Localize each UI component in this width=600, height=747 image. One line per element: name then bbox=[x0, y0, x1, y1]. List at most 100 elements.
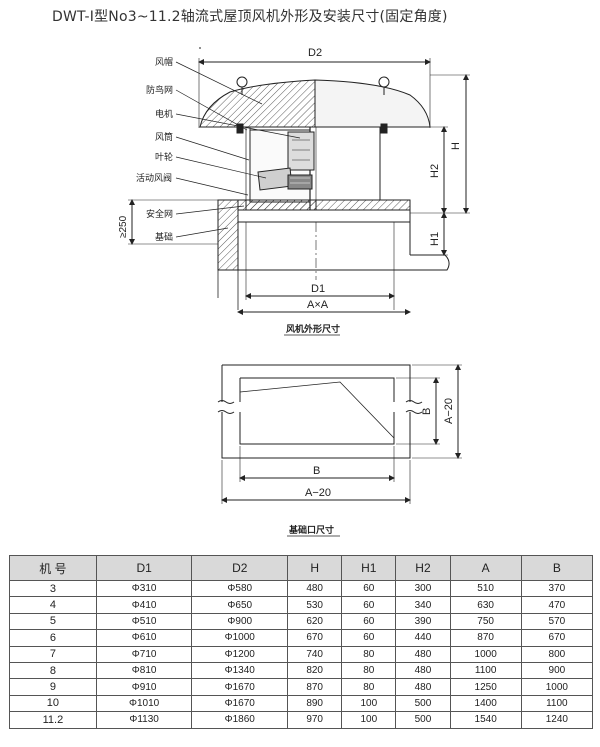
header-H1: H1 bbox=[341, 555, 397, 581]
table-cell: 480 bbox=[287, 579, 343, 598]
table-cell: 470 bbox=[520, 596, 594, 614]
table-cell: 7 bbox=[9, 645, 97, 663]
header-B: B bbox=[520, 555, 594, 581]
table-cell: 480 bbox=[395, 661, 451, 680]
table-cell: 5 bbox=[9, 612, 97, 631]
dim-D1: D1 bbox=[311, 283, 325, 295]
table-cell: 1000 bbox=[449, 645, 522, 663]
table-cell: Φ1670 bbox=[191, 694, 289, 713]
label-impeller: 叶轮 bbox=[155, 151, 173, 163]
table-cell: Φ1200 bbox=[191, 645, 289, 663]
fan-elevation-drawing bbox=[128, 47, 470, 315]
table-cell: 390 bbox=[395, 612, 451, 631]
technical-drawing: 风帽 防鸟网 电机 风筒 叶轮 活动风阀 安全网 基础 D2 H H2 H1 ≥… bbox=[118, 47, 470, 537]
table-cell: 10 bbox=[9, 694, 97, 713]
table-cell: Φ1010 bbox=[95, 694, 193, 713]
table-cell: 9 bbox=[9, 678, 97, 696]
foundation-opening-drawing bbox=[217, 364, 462, 504]
label-motor: 电机 bbox=[155, 108, 173, 120]
table-cell: 4 bbox=[9, 596, 97, 614]
table-cell: 1400 bbox=[449, 694, 522, 713]
table-cell: 870 bbox=[287, 678, 343, 696]
table-cell: Φ510 bbox=[95, 612, 193, 631]
label-bird-net: 防鸟网 bbox=[146, 84, 173, 96]
dim-H1: H1 bbox=[429, 232, 441, 246]
table-cell: Φ910 bbox=[95, 678, 193, 696]
header-A: A bbox=[449, 555, 522, 581]
table-cell: 60 bbox=[341, 629, 397, 647]
table-cell: 60 bbox=[341, 596, 397, 614]
label-foundation: 基础 bbox=[155, 231, 173, 243]
table-cell: 80 bbox=[341, 678, 397, 696]
table-cell: 8 bbox=[9, 661, 97, 680]
header-D1: D1 bbox=[95, 555, 193, 581]
table-cell: 480 bbox=[395, 645, 451, 663]
table-cell: 870 bbox=[449, 629, 522, 647]
label-duct: 风筒 bbox=[155, 131, 173, 143]
header-model: 机 号 bbox=[9, 555, 97, 581]
dim-D2: D2 bbox=[308, 47, 322, 59]
dim-B-vertical: B bbox=[421, 408, 433, 415]
page-title: DWT-Ⅰ型No3~11.2轴流式屋顶风机外形及安装尺寸(固定角度) bbox=[52, 9, 448, 25]
dim-H: H bbox=[450, 142, 462, 150]
table-cell: 500 bbox=[395, 711, 451, 729]
dim-A20-vertical: A−20 bbox=[443, 398, 455, 424]
table-cell: 100 bbox=[341, 694, 397, 713]
table-cell: 480 bbox=[395, 678, 451, 696]
table-cell: 300 bbox=[395, 579, 451, 598]
table-cell: Φ1340 bbox=[191, 661, 289, 680]
dim-B-horizontal: B bbox=[313, 465, 320, 477]
table-cell: 620 bbox=[287, 612, 343, 631]
table-cell: 1000 bbox=[520, 678, 594, 696]
table-cell: 820 bbox=[287, 661, 343, 680]
table-cell: 100 bbox=[341, 711, 397, 729]
figure2-caption: 基础口尺寸 bbox=[288, 524, 334, 536]
table-cell: 630 bbox=[449, 596, 522, 614]
table-cell: 60 bbox=[341, 612, 397, 631]
table-cell: 740 bbox=[287, 645, 343, 663]
header-H2: H2 bbox=[395, 555, 451, 581]
table-cell: Φ310 bbox=[95, 579, 193, 598]
table-cell: 80 bbox=[341, 661, 397, 680]
dim-A20-horizontal: A−20 bbox=[305, 487, 331, 499]
table-cell: Φ900 bbox=[191, 612, 289, 631]
table-cell: Φ410 bbox=[95, 596, 193, 614]
table-cell: 6 bbox=[9, 629, 97, 647]
table-cell: 750 bbox=[449, 612, 522, 631]
table-cell: 1240 bbox=[520, 711, 594, 729]
table-cell: Φ610 bbox=[95, 629, 193, 647]
table-cell: 890 bbox=[287, 694, 343, 713]
table-cell: Φ710 bbox=[95, 645, 193, 663]
table-cell: Φ580 bbox=[191, 579, 289, 598]
table-cell: Φ1860 bbox=[191, 711, 289, 729]
table-cell: 3 bbox=[9, 579, 97, 598]
dim-AxA: A×A bbox=[307, 299, 329, 311]
table-cell: Φ1130 bbox=[95, 711, 193, 729]
table-cell: 440 bbox=[395, 629, 451, 647]
table-cell: Φ810 bbox=[95, 661, 193, 680]
table-cell: Φ1670 bbox=[191, 678, 289, 696]
table-cell: Φ650 bbox=[191, 596, 289, 614]
header-H: H bbox=[287, 555, 343, 581]
table-cell: 1100 bbox=[520, 694, 594, 713]
dim-H2: H2 bbox=[429, 164, 441, 178]
table-cell: Φ1000 bbox=[191, 629, 289, 647]
table-cell: 510 bbox=[449, 579, 522, 598]
label-damper: 活动风阀 bbox=[136, 172, 172, 184]
table-cell: 530 bbox=[287, 596, 343, 614]
table-cell: 1540 bbox=[449, 711, 522, 729]
label-hood: 风帽 bbox=[155, 56, 173, 68]
table-cell: 900 bbox=[520, 661, 594, 680]
figure1-caption: 风机外形尺寸 bbox=[286, 323, 340, 335]
table-cell: 11.2 bbox=[9, 711, 97, 729]
table-cell: 970 bbox=[287, 711, 343, 729]
